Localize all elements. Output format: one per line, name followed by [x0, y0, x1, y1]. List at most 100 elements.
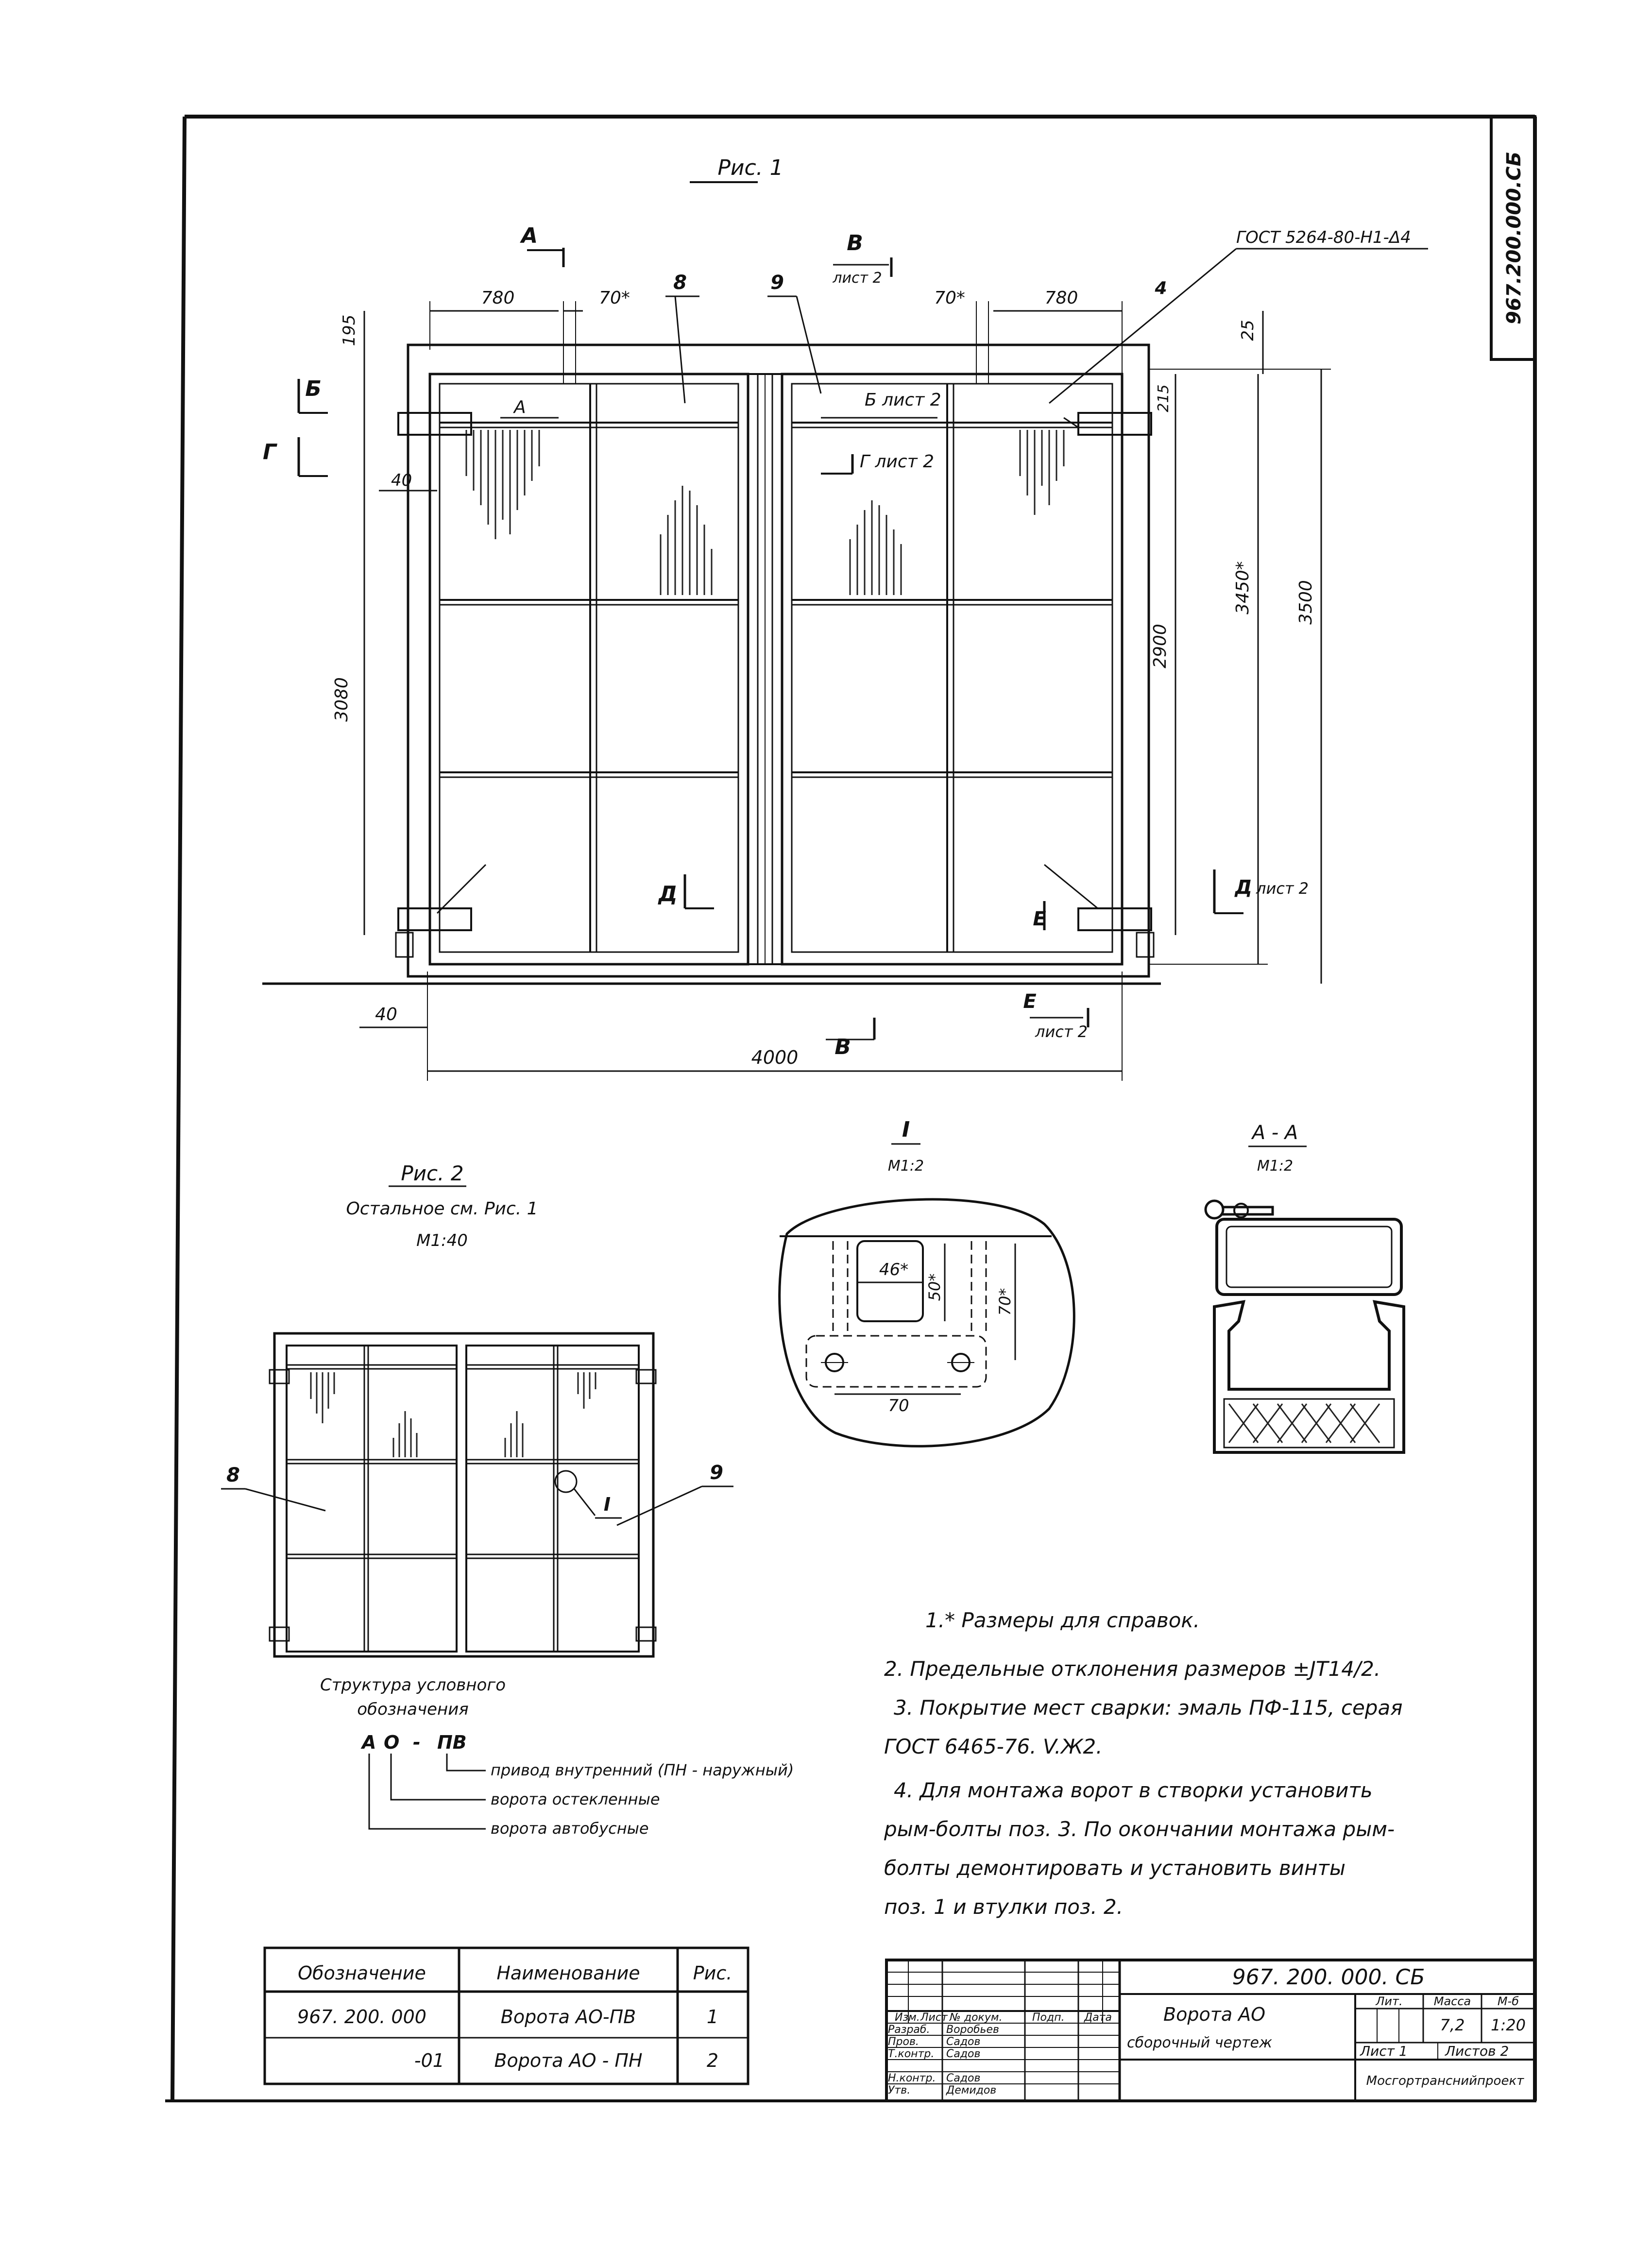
dim-50: 50* [925, 1274, 944, 1301]
detail-i-circle [554, 1470, 578, 1493]
fig2-pos9: 9 [710, 1462, 723, 1484]
name-2: Садов [946, 2048, 980, 2060]
dim-70-right: 70* [934, 288, 965, 308]
col-izm: Изм. [895, 2011, 920, 2024]
fig2-title: Рис. 2 [401, 1161, 463, 1185]
hinges [395, 412, 1155, 958]
col-date: Дата [1084, 2011, 1112, 2024]
designation-title-1: Структура условного [320, 1675, 506, 1695]
seal-hatching [1228, 1403, 1380, 1443]
lit-label: Лит. [1375, 1994, 1402, 2008]
note-1: 1.* Размеры для справок. [925, 1608, 1200, 1632]
role-0: Разраб. [888, 2024, 930, 2036]
right-glazing-bars [792, 384, 1112, 952]
dim-70-left: 70* [599, 288, 630, 308]
gate-opening [407, 343, 1150, 978]
dim-780-left: 780 [481, 288, 515, 308]
title-block: Изм. Лист № докум. Подп. Дата Разраб. Пр… [885, 1959, 1536, 2102]
fig1: Рис. 1 [262, 155, 1428, 1081]
note-4c: болты демонтировать и установить винты [884, 1856, 1345, 1880]
title-code: 967. 200. 000. СБ [1232, 1965, 1425, 1990]
table-row1-code: 967. 200. 000 [297, 2006, 426, 2028]
col-list: Лист [920, 2011, 948, 2024]
title-block-grid [886, 1960, 1120, 2101]
right-leaf [781, 373, 1124, 966]
note-4d: поз. 1 и втулки поз. 2. [884, 1895, 1123, 1919]
b-sheet-note: Б лист 2 [865, 390, 941, 410]
dim-70v: 70* [996, 1288, 1014, 1316]
sheet-count: Листов 2 [1445, 2043, 1509, 2059]
fig2: Рис. 2 Остальное см. Рис. 1 М1:40 [221, 1161, 733, 1658]
code-a: А [360, 1732, 376, 1753]
name-4: Садов [946, 2072, 980, 2084]
fig2-scale: М1:40 [416, 1231, 468, 1250]
code-pv: ПВ [437, 1732, 467, 1753]
dim-195: 195 [340, 315, 359, 346]
detail-i-scale: М1:2 [888, 1158, 924, 1175]
fig2-pos8: 8 [226, 1464, 240, 1486]
table-row2-name: Ворота АО - ПН [494, 2050, 642, 2071]
section-a-mark: А [520, 223, 538, 248]
detail-i: I М1:2 46* 50* 70* 70 [778, 1117, 1075, 1448]
designation-structure: Структура условного обозначения А О - ПВ… [320, 1675, 794, 1838]
table-row2-code: -01 [414, 2050, 444, 2071]
title-scale: 1:20 [1491, 2016, 1526, 2034]
table-header-fig: Рис. [693, 1962, 732, 1984]
dim-70h: 70 [888, 1396, 909, 1415]
g-sheet-note: Г лист 2 [860, 452, 934, 472]
col-sign: Подп. [1032, 2011, 1065, 2024]
title-mass: 7,2 [1440, 2016, 1465, 2034]
pos8-label: 8 [673, 272, 687, 294]
dim-3080: 3080 [332, 677, 352, 722]
sheet-frame [165, 115, 1537, 2102]
name-5: Демидов [946, 2084, 996, 2097]
role-2: Т.контр. [888, 2048, 934, 2060]
name-0: Воробьев [946, 2024, 999, 2036]
table-header-name: Наименование [496, 1962, 640, 1984]
glass-hatching [465, 430, 1065, 595]
section-v-sheet: лист 2 [832, 270, 882, 287]
detail-i-outline [778, 1198, 1075, 1448]
weld-note: ГОСТ 5264-80-Н1-Δ4 [1236, 228, 1411, 247]
section-e2-mark: Е [1023, 990, 1036, 1013]
fig2-detail-label: I [604, 1494, 611, 1515]
sheet-number: Лист 1 [1360, 2043, 1408, 2059]
variants-table: Обозначение Наименование Рис. 967. 200. … [263, 1946, 749, 2085]
note-4: 4. Для монтажа ворот в створки установит… [894, 1778, 1373, 1802]
note-3: 3. Покрытие мест сварки: эмаль ПФ-115, с… [894, 1696, 1402, 1720]
role-4: Н.контр. [888, 2072, 936, 2084]
dim-46: 46* [879, 1260, 908, 1279]
role-5: Утв. [888, 2084, 910, 2097]
title-doc-type: сборочный чертеж [1127, 2034, 1272, 2051]
fig2-hatching [310, 1372, 596, 1457]
dim-3450: 3450* [1233, 561, 1253, 614]
dim-4000: 4000 [751, 1047, 799, 1068]
note-4b: рым-болты поз. 3. По окончании монтажа р… [884, 1817, 1395, 1841]
section-d2-sheet: лист 2 [1256, 879, 1309, 898]
dim-40-bottom: 40 [375, 1005, 397, 1024]
scale-label: М-б [1498, 1994, 1519, 2008]
dim-40-side: 40 [391, 471, 412, 490]
organization: Мосгортранснийпроект [1366, 2074, 1524, 2088]
title-name: Ворота АО [1163, 2004, 1265, 2025]
fig1-title: Рис. 1 [717, 155, 783, 180]
code-vertical: 967.200.000.СБ [1503, 152, 1525, 324]
table-header-designation: Обозначение [298, 1962, 426, 1984]
section-v-mark: В [847, 231, 863, 256]
designation-line3: ворота автобусные [491, 1819, 649, 1838]
detail-a-mark: А [513, 397, 526, 417]
pos4-label: 4 [1154, 278, 1167, 298]
dim-780-right: 780 [1045, 288, 1078, 308]
fig2-bars [287, 1346, 639, 1652]
pos9-label: 9 [770, 272, 784, 294]
role-1: Пров. [888, 2036, 919, 2048]
code-dash: - [413, 1732, 421, 1753]
table-row1-fig: 1 [707, 2006, 718, 2028]
section-e2-sheet: лист 2 [1035, 1023, 1088, 1041]
table-row1-name: Ворота АО-ПВ [501, 2006, 636, 2028]
designation-line2: ворота остекленные [491, 1790, 660, 1808]
technical-notes: 1.* Размеры для справок. 2. Предельные о… [884, 1608, 1402, 1919]
section-aa-title: А - А [1251, 1122, 1298, 1144]
section-d2-mark: Д [1234, 876, 1252, 899]
